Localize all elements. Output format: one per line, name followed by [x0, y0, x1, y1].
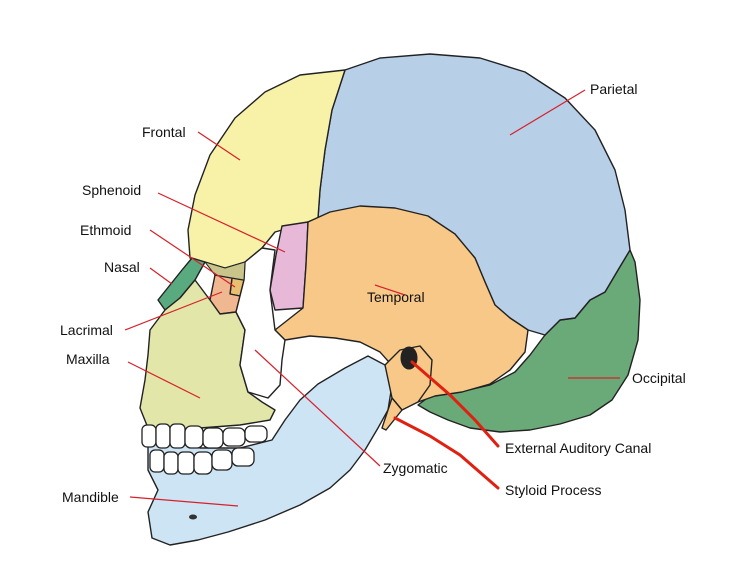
- auditory-canal-leader-line: [410, 360, 500, 448]
- labels: Frontal Parietal Sphenoid Ethmoid Nasal …: [60, 81, 686, 505]
- label-nasal: Nasal: [104, 259, 140, 275]
- upper-tooth: [244, 425, 268, 443]
- upper-tooth: [184, 425, 204, 449]
- mandible-bone: [147, 355, 393, 546]
- label-lacrimal: Lacrimal: [60, 322, 113, 338]
- zygomatic-bone: [235, 247, 286, 399]
- lower-tooth: [177, 451, 195, 475]
- bold-leader-lines: [393, 360, 500, 490]
- label-frontal: Frontal: [142, 124, 186, 140]
- lower-tooth: [193, 451, 213, 475]
- lower-tooth: [231, 447, 255, 467]
- zygomatic-leader-line: [254, 349, 381, 467]
- orbit-shadow: [203, 261, 246, 281]
- teeth: [141, 423, 268, 475]
- label-zygomatic: Zygomatic: [383, 460, 448, 476]
- label-occipital: Occipital: [632, 370, 686, 386]
- frontal-leader-line: [197, 131, 241, 161]
- ethmoid-leader-line: [149, 229, 236, 288]
- lower-tooth: [149, 449, 165, 473]
- temporal-bone: [274, 205, 529, 403]
- upper-tooth: [155, 423, 171, 449]
- sphenoid-bone: [269, 221, 309, 311]
- styloid-leader-line: [393, 416, 500, 490]
- lacrimal-leader-line: [124, 291, 223, 331]
- lower-tooth: [211, 449, 233, 471]
- label-maxilla: Maxilla: [66, 351, 110, 367]
- styloid-process-shape: [381, 397, 403, 431]
- label-sphenoid: Sphenoid: [82, 182, 141, 198]
- maxilla-leader-line: [127, 361, 201, 399]
- upper-tooth: [169, 423, 186, 449]
- upper-tooth: [141, 424, 157, 448]
- temporal-leader-line: [374, 284, 406, 296]
- leader-lines: [124, 89, 620, 507]
- lower-tooth: [163, 451, 179, 475]
- label-external-auditory-canal: External Auditory Canal: [505, 440, 651, 456]
- mental-foramen: [189, 514, 197, 520]
- sphenoid-leader-line: [157, 192, 286, 253]
- mandible-leader-line: [129, 496, 239, 507]
- bones: [139, 53, 641, 546]
- nasal-leader-line: [149, 267, 173, 285]
- maxilla-bone: [139, 279, 276, 431]
- upper-tooth: [202, 427, 224, 449]
- label-ethmoid: Ethmoid: [80, 222, 131, 238]
- label-temporal: Temporal: [367, 289, 425, 305]
- parietal-leader-line: [509, 89, 586, 136]
- label-styloid-process: Styloid Process: [505, 482, 601, 498]
- label-parietal: Parietal: [590, 81, 637, 97]
- upper-tooth: [222, 427, 246, 447]
- label-mandible: Mandible: [62, 489, 119, 505]
